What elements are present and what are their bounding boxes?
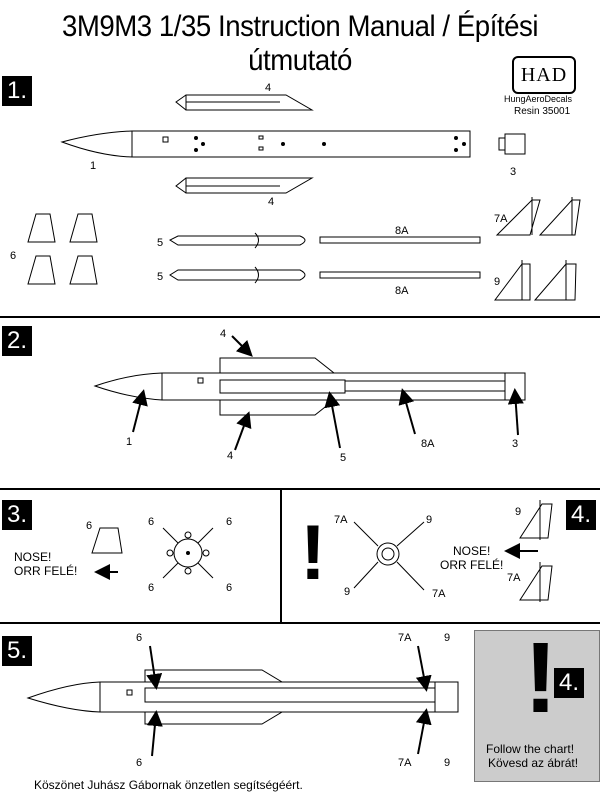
step3-label-6-br: 6 bbox=[226, 582, 233, 594]
step-5-assembly bbox=[26, 669, 459, 725]
part-4-bottom bbox=[175, 177, 314, 194]
step2-label-4-top: 4 bbox=[220, 328, 227, 340]
step4-label-9-bl: 9 bbox=[344, 586, 351, 598]
part-1-body bbox=[60, 130, 471, 158]
panel-step-4-badge: 4. bbox=[554, 668, 584, 698]
part-4-top bbox=[175, 94, 314, 111]
step5-label-7a-bottom: 7A bbox=[398, 757, 412, 769]
step4-label-7a-br: 7A bbox=[432, 588, 446, 600]
step-3-fin-part bbox=[91, 527, 123, 554]
label-part-4-top: 4 bbox=[265, 82, 272, 94]
footer-thanks: Köszönet Juhász Gábornak önzetlen segíts… bbox=[34, 778, 303, 792]
label-part-7a: 7A bbox=[494, 213, 508, 225]
separator-2 bbox=[0, 488, 600, 490]
step3-label-6-part: 6 bbox=[86, 520, 93, 532]
step3-label-6-tl: 6 bbox=[148, 516, 155, 528]
step2-label-8a: 8A bbox=[421, 438, 435, 450]
step-3-cross bbox=[162, 527, 214, 579]
nose-label-en-2: NOSE! bbox=[453, 544, 491, 558]
logo-product: Resin 35001 bbox=[514, 106, 571, 117]
separator-3 bbox=[0, 622, 600, 624]
step5-label-6-bottom: 6 bbox=[136, 757, 143, 769]
step-4-badge: 4. bbox=[566, 500, 596, 530]
step4-label-7a-tl: 7A bbox=[334, 514, 348, 526]
step3-label-6-tr: 6 bbox=[226, 516, 233, 528]
step-4-fin-9 bbox=[519, 500, 553, 540]
step-2-assembly bbox=[93, 357, 526, 416]
follow-chart-hu: Kövesd az ábrát! bbox=[488, 756, 579, 770]
step5-label-6-top: 6 bbox=[136, 632, 143, 644]
had-logo: HAD bbox=[512, 56, 576, 94]
step2-label-1: 1 bbox=[126, 436, 133, 448]
part-7a-fins bbox=[495, 197, 581, 236]
part-3-cap bbox=[498, 133, 526, 155]
part-8a-rod-top bbox=[319, 236, 481, 244]
part-9-fins bbox=[494, 260, 577, 301]
nose-label-hu-2: ORR FELÉ! bbox=[440, 558, 504, 572]
step2-label-5: 5 bbox=[340, 452, 347, 464]
logo-brand: HungAeroDecals bbox=[504, 94, 573, 104]
step3-label-6-bl: 6 bbox=[148, 582, 155, 594]
step-2-badge: 2. bbox=[2, 326, 32, 356]
label-part-6: 6 bbox=[10, 250, 17, 262]
separator-vertical bbox=[280, 488, 282, 622]
step-3-badge: 3. bbox=[2, 500, 32, 530]
step2-label-4-bottom: 4 bbox=[227, 450, 234, 462]
panel-exclamation: ! bbox=[524, 622, 558, 734]
label-part-8a-bottom: 8A bbox=[395, 285, 409, 297]
label-part-4-bottom: 4 bbox=[268, 196, 275, 208]
nose-label-en: NOSE! bbox=[14, 550, 52, 564]
warning-exclamation: ! bbox=[300, 508, 326, 596]
step5-label-7a-top: 7A bbox=[398, 632, 412, 644]
label-part-8a-top: 8A bbox=[395, 225, 409, 237]
label-part-5-top: 5 bbox=[157, 237, 164, 249]
step-5-badge: 5. bbox=[2, 636, 32, 666]
step2-label-3: 3 bbox=[512, 438, 519, 450]
part-5-tubes bbox=[168, 232, 306, 284]
part-8a-rod-bottom bbox=[319, 271, 481, 279]
nose-label-hu: ORR FELÉ! bbox=[14, 564, 78, 578]
step-4-fin-7a bbox=[519, 562, 553, 602]
step4-label-7a-side: 7A bbox=[507, 572, 521, 584]
label-part-5-bottom: 5 bbox=[157, 271, 164, 283]
step4-label-9-tr: 9 bbox=[426, 514, 433, 526]
step4-label-9-side: 9 bbox=[515, 506, 522, 518]
step5-label-9-top: 9 bbox=[444, 632, 451, 644]
separator-1 bbox=[0, 316, 600, 318]
label-part-3: 3 bbox=[510, 166, 517, 178]
step-4-cross bbox=[353, 521, 425, 591]
follow-chart-en: Follow the chart! bbox=[486, 742, 575, 756]
step5-label-9-bottom: 9 bbox=[444, 757, 451, 769]
step-1-badge: 1. bbox=[2, 76, 32, 106]
part-6-fins bbox=[27, 213, 98, 285]
label-part-1: 1 bbox=[90, 160, 97, 172]
page-title: 3M9M3 1/35 Instruction Manual / Építési … bbox=[61, 10, 539, 77]
label-part-9: 9 bbox=[494, 276, 501, 288]
